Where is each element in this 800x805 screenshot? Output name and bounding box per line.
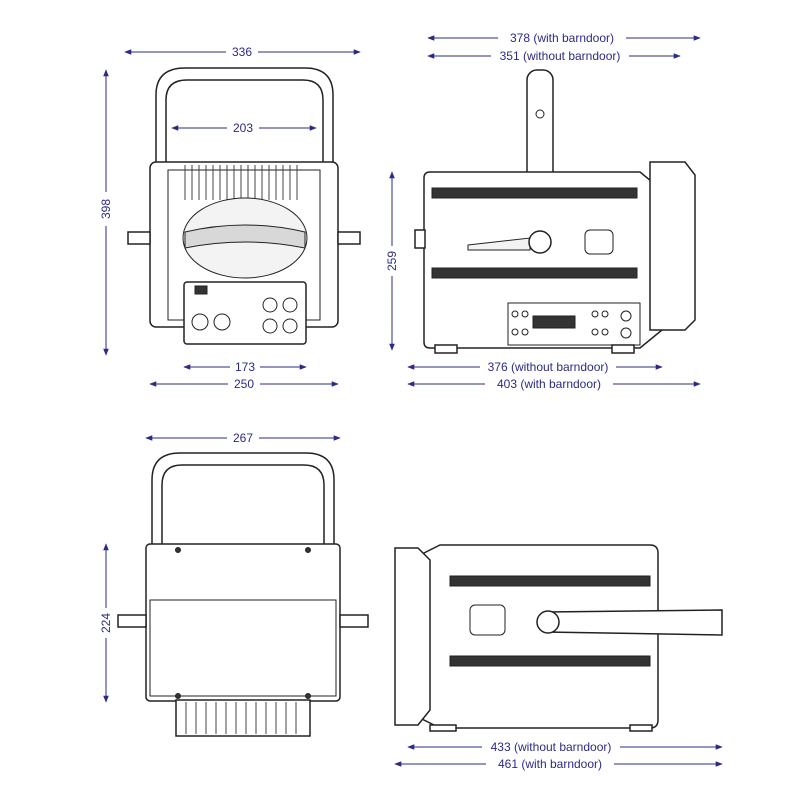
- side-body: [423, 171, 663, 349]
- top-fin-lower: [449, 655, 651, 667]
- front-grill: [184, 165, 298, 200]
- front-height-label: 398: [99, 199, 113, 219]
- side-depth-without-barndoor-label: 376 (without barndoor): [488, 360, 609, 374]
- connector-dmx-in: [262, 297, 278, 313]
- connector-power-out: [213, 313, 231, 331]
- rear-view: [117, 452, 369, 737]
- side-view: [414, 69, 696, 354]
- rear-heatsink: [175, 699, 311, 737]
- rear-right-knob: [339, 614, 369, 628]
- top-length-without-barndoor-label: 433 (without barndoor): [491, 740, 612, 754]
- side-foot-front: [434, 344, 458, 354]
- front-view: [127, 67, 361, 345]
- top-tilt-knob: [536, 610, 560, 634]
- tilt-lever: [467, 237, 531, 251]
- rear-yoke: [151, 452, 335, 549]
- rear-panel: [149, 599, 337, 697]
- lens-band: [184, 224, 306, 249]
- connector-panel: [183, 281, 307, 345]
- side-width-without-barndoor-label: 351 (without barndoor): [500, 49, 621, 63]
- front-base-total-label: 250: [234, 377, 254, 391]
- top-fin-upper: [449, 575, 651, 587]
- side-knob-stub: [414, 229, 426, 249]
- top-yoke-arm: [544, 609, 723, 636]
- front-dimensions: 336 203 398 173 250: [98, 44, 361, 391]
- control-display: [532, 315, 576, 329]
- side-fin-bottom: [431, 267, 638, 279]
- side-width-with-barndoor-label: 378 (with barndoor): [510, 31, 614, 45]
- side-barndoor: [649, 161, 696, 331]
- yoke: [155, 67, 334, 171]
- rear-width-label: 267: [233, 431, 253, 445]
- side-foot-rear: [611, 344, 635, 354]
- top-foot-left: [429, 724, 457, 732]
- top-dimensions: 433 (without barndoor) 461 (with barndoo…: [394, 739, 723, 771]
- top-foot-right: [629, 724, 653, 732]
- top-body: [419, 544, 659, 729]
- usb-port: [194, 285, 208, 295]
- front-width-inner-label: 203: [233, 121, 253, 135]
- side-fin-top: [431, 187, 638, 199]
- top-length-with-barndoor-label: 461 (with barndoor): [498, 757, 602, 771]
- control-panel: [507, 302, 641, 346]
- front-width-total-label: 336: [232, 45, 252, 59]
- side-height-label: 259: [385, 251, 399, 271]
- connector-dmx-out-5pin: [282, 318, 298, 334]
- connector-dmx-out: [282, 297, 298, 313]
- side-depth-with-barndoor-label: 403 (with barndoor): [497, 377, 601, 391]
- front-base-inner-label: 173: [235, 360, 255, 374]
- rear-dimensions: 267 224: [98, 430, 341, 703]
- rear-body: [145, 543, 341, 702]
- tilt-knob: [528, 230, 552, 254]
- rear-heatsink-fins: [185, 702, 297, 734]
- top-barndoor: [394, 547, 431, 726]
- top-label-plate: [469, 604, 506, 636]
- connector-power-in: [191, 313, 209, 331]
- yoke-hole: [535, 109, 545, 119]
- connector-dmx-in-5pin: [262, 318, 278, 334]
- rear-height-label: 224: [99, 613, 113, 633]
- side-label-plate: [584, 229, 614, 255]
- right-tilt-knob: [337, 231, 361, 245]
- side-dimensions: 378 (with barndoor) 351 (without barndoo…: [385, 30, 701, 391]
- top-view: [394, 544, 723, 732]
- left-tilt-knob: [127, 231, 151, 245]
- rear-left-knob: [117, 614, 147, 628]
